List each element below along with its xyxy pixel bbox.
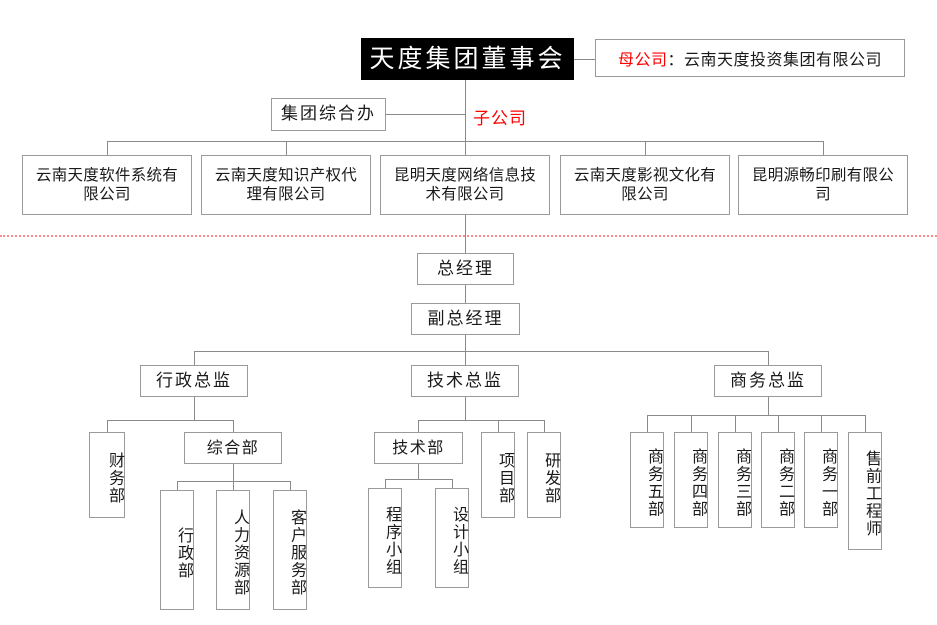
connector-tech-dept-trunk xyxy=(418,464,419,479)
node-business-unit-1[interactable]: 商务一部 xyxy=(804,432,838,528)
connector-tech-dept-bus xyxy=(385,479,452,480)
node-subsidiary-3[interactable]: 昆明天度网络信息技术有限公司 xyxy=(380,155,550,215)
parent-company-separator: ： xyxy=(667,50,684,69)
node-admin-dept[interactable]: 行政部 xyxy=(160,490,194,610)
node-finance-dept[interactable]: 财务部 xyxy=(89,432,125,518)
connector-board-trunk xyxy=(465,80,466,141)
node-general-dept[interactable]: 综合部 xyxy=(184,432,282,464)
node-group-office[interactable]: 集团综合办 xyxy=(271,98,386,131)
connector-office-to-trunk xyxy=(386,114,465,115)
connector-tech-bus xyxy=(418,420,544,421)
connector-drop-customer-service-dept xyxy=(290,481,291,490)
connector-tech-trunk xyxy=(465,397,466,420)
node-design-group[interactable]: 设计小组 xyxy=(435,488,469,588)
connector-drop-business-4 xyxy=(778,415,779,432)
connector-drop-subsidiary-2 xyxy=(286,141,287,155)
connector-drop-subsidiary-3 xyxy=(465,141,466,155)
connector-drop-business-3 xyxy=(735,415,736,432)
connector-drop-director-admin xyxy=(194,351,195,365)
parent-company-name: 云南天度投资集团有限公司 xyxy=(684,50,883,69)
node-business-unit-5[interactable]: 商务五部 xyxy=(630,432,664,528)
connector-admin-trunk xyxy=(194,397,195,420)
node-general-manager[interactable]: 总经理 xyxy=(417,253,514,285)
label-subsidiary-tag: 子公司 xyxy=(473,109,527,129)
connector-drop-business-1 xyxy=(647,415,648,432)
node-board-of-directors[interactable]: 天度集团董事会 xyxy=(361,38,574,80)
node-customer-service-dept[interactable]: 客户服务部 xyxy=(273,490,307,610)
connector-cross-divider xyxy=(465,215,466,253)
node-parent-company[interactable]: 母公司：云南天度投资集团有限公司 xyxy=(595,39,905,77)
connector-board-to-parent xyxy=(574,59,595,60)
connector-drop-rnd-dept xyxy=(544,420,545,432)
section-divider xyxy=(0,235,937,237)
node-director-business[interactable]: 商务总监 xyxy=(714,365,822,397)
node-subsidiary-1[interactable]: 云南天度软件系统有限公司 xyxy=(22,155,192,215)
node-business-unit-3[interactable]: 商务三部 xyxy=(718,432,752,528)
node-tech-dept[interactable]: 技术部 xyxy=(374,432,463,464)
connector-drop-design-group xyxy=(452,479,453,488)
node-project-dept[interactable]: 项目部 xyxy=(481,432,515,518)
connector-drop-tech-dept xyxy=(418,420,419,432)
connector-drop-finance xyxy=(107,420,108,432)
connector-dgm-trunk xyxy=(465,335,466,351)
node-hr-dept[interactable]: 人力资源部 xyxy=(216,490,250,610)
node-subsidiary-4[interactable]: 云南天度影视文化有限公司 xyxy=(560,155,730,215)
node-subsidiary-2[interactable]: 云南天度知识产权代理有限公司 xyxy=(201,155,371,215)
node-presales-engineer[interactable]: 售前工程师 xyxy=(848,432,882,550)
connector-drop-hr-dept xyxy=(233,481,234,490)
connector-drop-subsidiary-4 xyxy=(645,141,646,155)
connector-drop-business-6 xyxy=(865,415,866,432)
connector-general-dept-trunk xyxy=(233,464,234,481)
connector-drop-program-group xyxy=(385,479,386,488)
node-rnd-dept[interactable]: 研发部 xyxy=(527,432,561,518)
connector-business-bus xyxy=(647,415,865,416)
node-subsidiary-5[interactable]: 昆明源畅印刷有限公司 xyxy=(738,155,908,215)
connector-drop-director-business xyxy=(768,351,769,365)
connector-admin-bus xyxy=(107,420,234,421)
connector-drop-business-5 xyxy=(821,415,822,432)
connector-gm-to-dgm xyxy=(465,285,466,303)
connector-drop-project-dept xyxy=(498,420,499,432)
connector-drop-subsidiary-1 xyxy=(107,141,108,155)
node-director-tech[interactable]: 技术总监 xyxy=(411,365,519,397)
connector-drop-director-tech xyxy=(465,351,466,365)
node-director-admin[interactable]: 行政总监 xyxy=(140,365,248,397)
connector-drop-admin-dept xyxy=(177,481,178,490)
node-deputy-general-manager[interactable]: 副总经理 xyxy=(411,303,520,335)
parent-company-tag: 母公司 xyxy=(617,50,668,69)
connector-directors-bus xyxy=(194,351,768,352)
node-business-unit-2[interactable]: 商务二部 xyxy=(761,432,795,528)
connector-business-trunk xyxy=(768,397,769,415)
connector-drop-general-dept xyxy=(233,420,234,432)
node-business-unit-4[interactable]: 商务四部 xyxy=(674,432,708,528)
node-program-group[interactable]: 程序小组 xyxy=(368,488,402,588)
connector-drop-business-2 xyxy=(691,415,692,432)
connector-drop-subsidiary-5 xyxy=(823,141,824,155)
